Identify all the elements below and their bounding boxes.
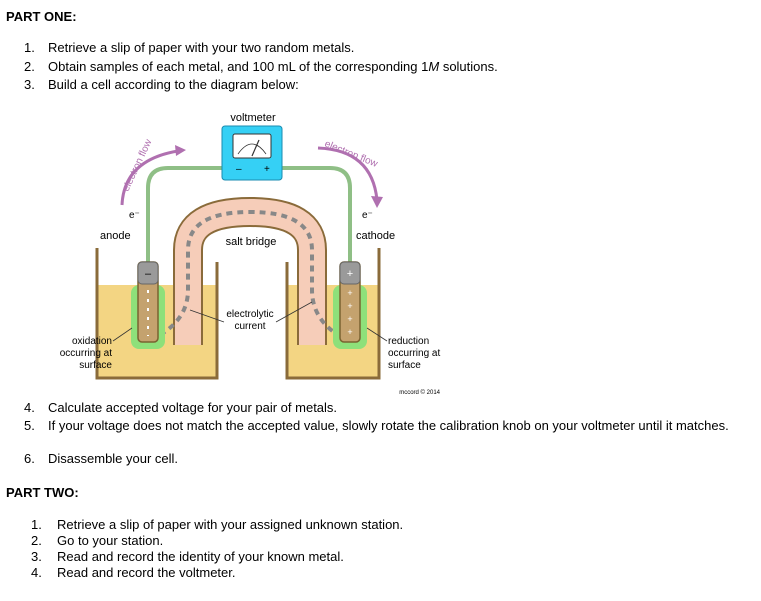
- step-text: Read and record the identity of your kno…: [57, 549, 344, 564]
- step-number: 2.: [24, 59, 35, 74]
- cathode-electrode-top: [339, 261, 361, 285]
- voltmeter-dial: [232, 133, 272, 159]
- svg-text:+: +: [347, 314, 352, 324]
- oxidation-label-line3: surface: [79, 360, 112, 371]
- step-number: 6.: [24, 451, 35, 466]
- step-text: If your voltage does not match the accep…: [48, 418, 729, 433]
- step-text: Calculate accepted voltage for your pair…: [48, 400, 338, 415]
- voltmeter-minus: –: [236, 164, 242, 175]
- molarity-unit: M: [428, 59, 440, 74]
- step-text: Read and record the voltmeter.: [57, 565, 236, 580]
- cathode-label: cathode: [356, 230, 395, 242]
- electrolytic-label-line2: current: [234, 321, 265, 332]
- step-text-main: Obtain samples of each metal, and 100 mL…: [48, 59, 429, 74]
- right-beaker: [285, 248, 381, 380]
- credit-label: mccord © 2014: [399, 389, 440, 396]
- step-text: Disassemble your cell.: [48, 451, 179, 466]
- step-text-end: solutions.: [439, 59, 498, 74]
- step-number: 1.: [31, 517, 42, 532]
- step-text: Build a cell according to the diagram be…: [48, 77, 299, 92]
- oxidation-label-line1: oxidation: [72, 336, 112, 347]
- anode-sign: –: [145, 268, 152, 280]
- electron-label-right: e⁻: [362, 210, 373, 221]
- svg-text:+: +: [347, 301, 352, 311]
- svg-text:+: +: [347, 288, 352, 298]
- electron-flow-arrow-right: [317, 146, 379, 201]
- reduction-label-line1: reduction: [388, 336, 429, 347]
- arrowhead-icon: [371, 196, 383, 208]
- gauge-needle-icon: [251, 139, 260, 157]
- left-beaker: [95, 248, 219, 380]
- step-number: 1.: [24, 40, 35, 55]
- gauge-icon: [237, 143, 267, 155]
- reduction-pointer: [366, 327, 388, 342]
- cathode-plus-marks: + + + +: [347, 288, 352, 337]
- step-text: Go to your station.: [57, 533, 164, 548]
- step-text: Retrieve a slip of paper with your assig…: [57, 517, 404, 532]
- step-number: 3.: [31, 549, 42, 564]
- step-text: Retrieve a slip of paper with your two r…: [48, 40, 355, 55]
- salt-bridge-label: salt bridge: [226, 236, 277, 248]
- voltmeter-label: voltmeter: [230, 112, 276, 124]
- reduction-label-line2: occurring at: [388, 348, 440, 359]
- part-two-heading: PART TWO:: [6, 485, 79, 500]
- reduction-label-line3: surface: [388, 360, 421, 371]
- voltmeter-plus: +: [264, 164, 270, 175]
- salt-bridge-label-bg: [222, 233, 280, 248]
- step-number: 5.: [24, 418, 35, 433]
- galvanic-cell-diagram: electron flow electron flow voltmeter – …: [60, 112, 441, 396]
- electron-label-left: e⁻: [129, 210, 140, 221]
- step-number: 3.: [24, 77, 35, 92]
- svg-text:+: +: [347, 327, 352, 337]
- step-text: Obtain samples of each metal, and 100 mL…: [48, 59, 748, 75]
- part-one-heading: PART ONE:: [6, 9, 77, 24]
- step-number: 4.: [31, 565, 42, 580]
- electrolytic-label-line1: electrolytic: [226, 309, 273, 320]
- electrolytic-pointer-left: [189, 309, 225, 323]
- left-wire: [146, 166, 222, 265]
- oxidation-label-line2: occurring at: [60, 348, 112, 359]
- right-wire: [282, 166, 352, 265]
- step-number: 4.: [24, 400, 35, 415]
- oxidation-pointer: [112, 327, 133, 342]
- arrowhead-icon: [175, 145, 186, 156]
- electron-flow-label-right: electron flow: [323, 139, 380, 171]
- electrolytic-pointer-right: [275, 301, 313, 323]
- anode-electrode-top: [137, 261, 159, 285]
- anode-label: anode: [100, 230, 131, 242]
- cathode-sign: +: [347, 268, 353, 280]
- electrolytic-current-path: [158, 209, 340, 337]
- electron-flow-arrow-left: [120, 149, 179, 206]
- step-number: 2.: [31, 533, 42, 548]
